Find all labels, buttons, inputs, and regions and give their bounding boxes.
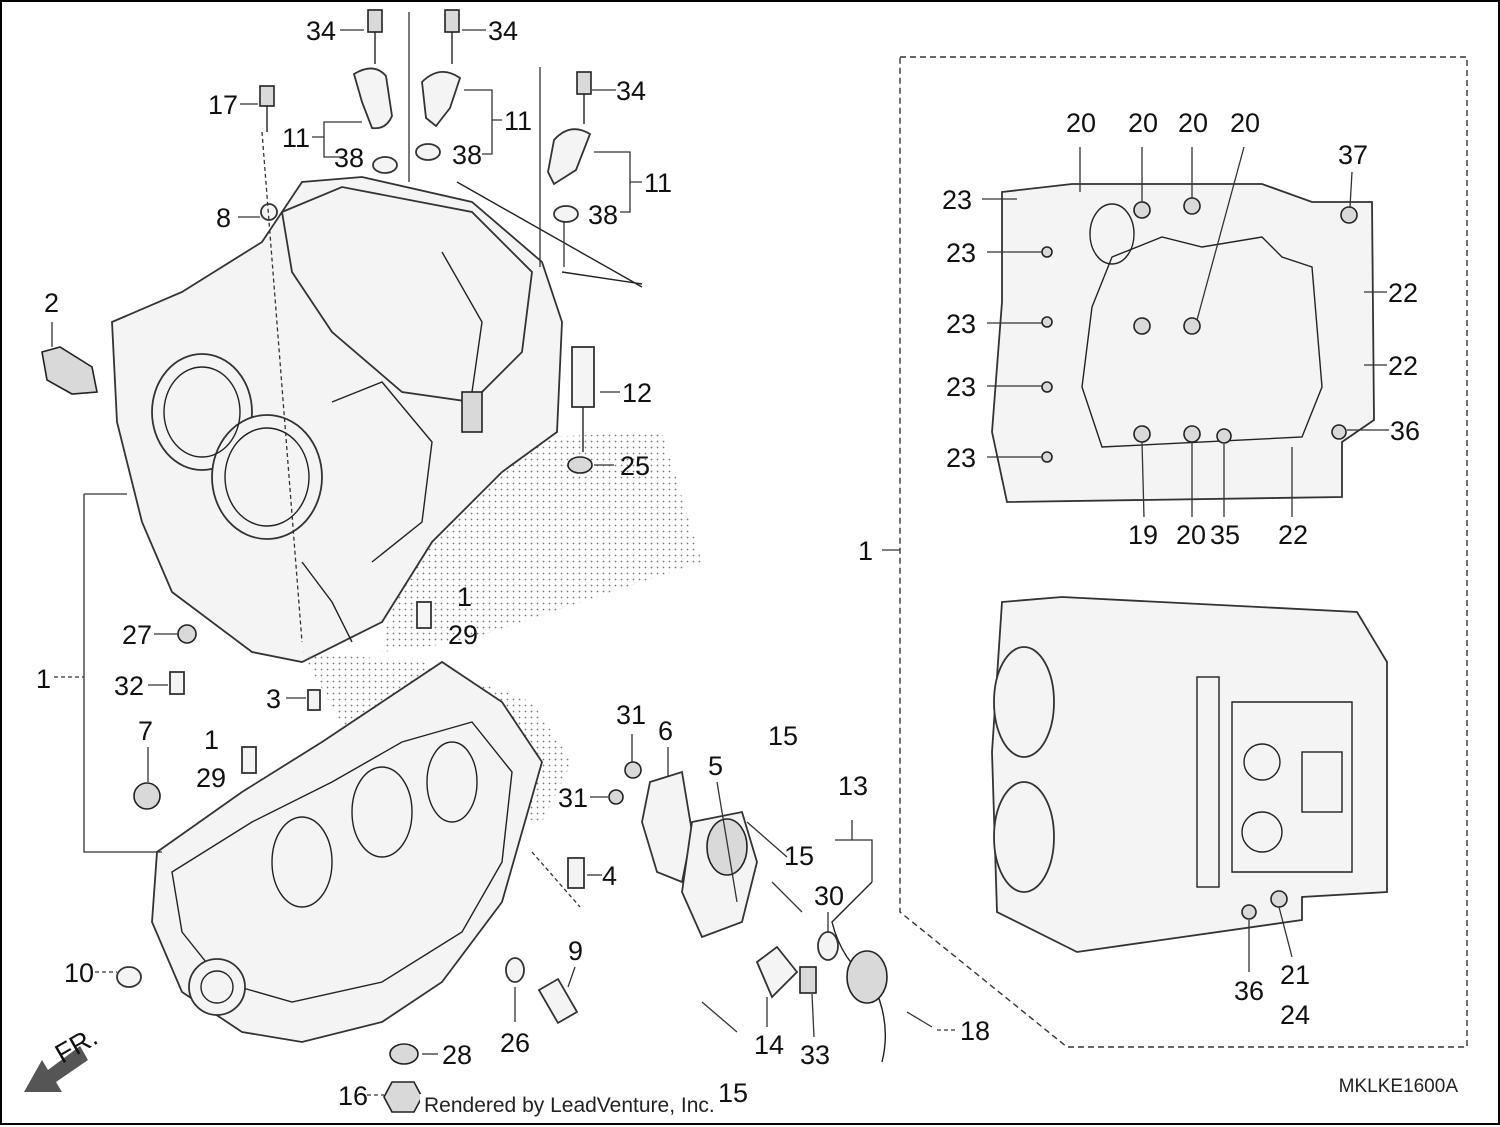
callout: 17 <box>208 90 238 120</box>
callout: 35 <box>1210 520 1240 550</box>
callout: 15 <box>718 1078 748 1108</box>
callout: 14 <box>754 1030 784 1060</box>
callout: 36 <box>1234 976 1264 1006</box>
callout: 23 <box>946 443 976 473</box>
callout: 2 <box>44 288 59 318</box>
callout: 20 <box>1176 520 1206 550</box>
callout: 34 <box>488 16 518 46</box>
callout: 7 <box>138 716 153 746</box>
reference-views <box>882 56 1468 1048</box>
callout: 1 <box>858 536 873 566</box>
front-marker-label: FR. <box>50 1021 103 1069</box>
render-credit: Rendered by LeadVenture, Inc. <box>420 1094 719 1118</box>
callout: 23 <box>946 309 976 339</box>
callout: 12 <box>622 378 652 408</box>
callout: 28 <box>442 1040 472 1070</box>
callout: 9 <box>568 936 583 966</box>
callout: 3 <box>266 684 281 714</box>
callout: 6 <box>658 716 673 746</box>
callout: 11 <box>282 123 310 153</box>
callout: 1 <box>457 582 472 612</box>
callout: 24 <box>1280 1000 1310 1030</box>
callout: 29 <box>196 763 226 793</box>
callout: 38 <box>588 200 618 230</box>
callout: 31 <box>616 700 646 730</box>
callout: 36 <box>1390 416 1420 446</box>
callout: 30 <box>814 881 844 911</box>
callout: 18 <box>960 1016 990 1046</box>
callout: 8 <box>216 203 231 233</box>
callout: 1 <box>36 664 51 694</box>
callout: 22 <box>1388 351 1418 381</box>
callout: 20 <box>1066 108 1096 138</box>
callout: 37 <box>1338 140 1368 170</box>
callout: 15 <box>784 841 814 871</box>
callout: 15 <box>768 721 798 751</box>
callout: 21 <box>1280 960 1310 990</box>
callout: 23 <box>946 238 976 268</box>
front-arrow: FR. <box>24 1021 103 1092</box>
callout: 23 <box>942 185 972 215</box>
callout: 34 <box>306 16 336 46</box>
callout: 1 <box>204 725 219 755</box>
callout-numbers: 34 34 34 17 11 38 11 38 11 38 8 2 12 25 … <box>36 16 1420 1111</box>
diagram-code: MKLKE1600A <box>1338 1076 1458 1097</box>
callout: 33 <box>800 1040 830 1070</box>
callout: 20 <box>1178 108 1208 138</box>
callout: 29 <box>448 620 478 650</box>
callout: 32 <box>114 671 144 701</box>
callout: 5 <box>708 751 723 781</box>
callout: 11 <box>644 168 672 198</box>
callout: 27 <box>122 620 152 650</box>
callout: 19 <box>1128 520 1158 550</box>
callout: 23 <box>946 372 976 402</box>
lower-crankcase <box>151 652 572 1043</box>
callout: 26 <box>500 1028 530 1058</box>
callout: 4 <box>602 861 617 891</box>
callout: 22 <box>1278 520 1308 550</box>
callout: 11 <box>504 106 532 136</box>
callout: 10 <box>64 958 94 988</box>
callout: 16 <box>338 1081 368 1111</box>
callout: 34 <box>616 76 646 106</box>
leader-lines <box>51 12 957 1096</box>
callout: 20 <box>1128 108 1158 138</box>
callout: 38 <box>334 143 364 173</box>
callout: 38 <box>452 140 482 170</box>
callout: 22 <box>1388 278 1418 308</box>
upper-crankcase <box>111 176 702 663</box>
small-parts <box>41 9 933 1113</box>
callout: 31 <box>558 783 588 813</box>
callout: 20 <box>1230 108 1260 138</box>
callout: 13 <box>838 771 868 801</box>
callout: 25 <box>620 451 650 481</box>
